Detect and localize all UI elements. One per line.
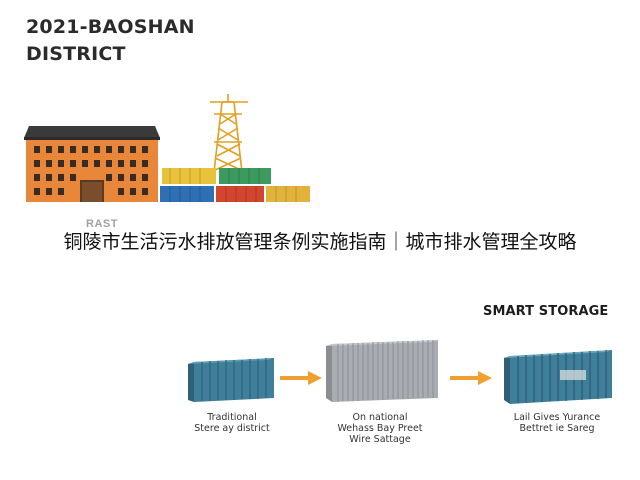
stage-2-label-line-2: Wehass Bay Preet	[337, 423, 423, 434]
port-illustration	[24, 94, 316, 206]
container-stage-2	[322, 336, 442, 406]
smart-storage-title: SMART STORAGE	[483, 304, 609, 319]
caption-title: 铜陵市生活污水排放管理条例实施指南｜城市排水管理全攻略	[63, 231, 577, 253]
container-stage-1	[186, 354, 278, 406]
stage-2-label: On national Wehass Bay Preet Wire Sattag…	[322, 412, 438, 445]
stage-3-label-line-1: Lail Gives Yurance	[513, 412, 601, 423]
container-stage-3	[500, 346, 616, 406]
stage-1-label: Traditional Stere ay district	[180, 412, 284, 434]
port-illustration-graphic	[24, 94, 310, 202]
stage-1-label-line-1: Traditional	[207, 412, 257, 423]
blue-container-icon	[188, 358, 274, 402]
container-stack	[160, 168, 310, 202]
page-heading: 2021-BAOSHAN DISTRICT	[26, 14, 226, 68]
faded-label: RAST	[86, 218, 118, 230]
warehouse-building	[24, 126, 160, 202]
stage-3-label-line-2: Bettret ie Sareg	[519, 423, 595, 434]
stage-1-label-line-2: Stere ay district	[194, 423, 270, 434]
smart-container-icon	[504, 350, 612, 404]
arrow-right-icon	[280, 370, 322, 391]
stage-3-label: Lail Gives Yurance Bettret ie Sareg	[492, 412, 622, 434]
arrow-right-icon	[450, 370, 492, 391]
heading-line-1: 2021-BAOSHAN	[26, 16, 195, 38]
grey-container-icon	[326, 340, 438, 402]
crane-tower	[210, 94, 248, 173]
stage-2-label-line-1: On national	[352, 412, 408, 423]
heading-line-2: DISTRICT	[26, 43, 126, 65]
stage-2-label-line-3: Wire Sattage	[349, 434, 411, 445]
